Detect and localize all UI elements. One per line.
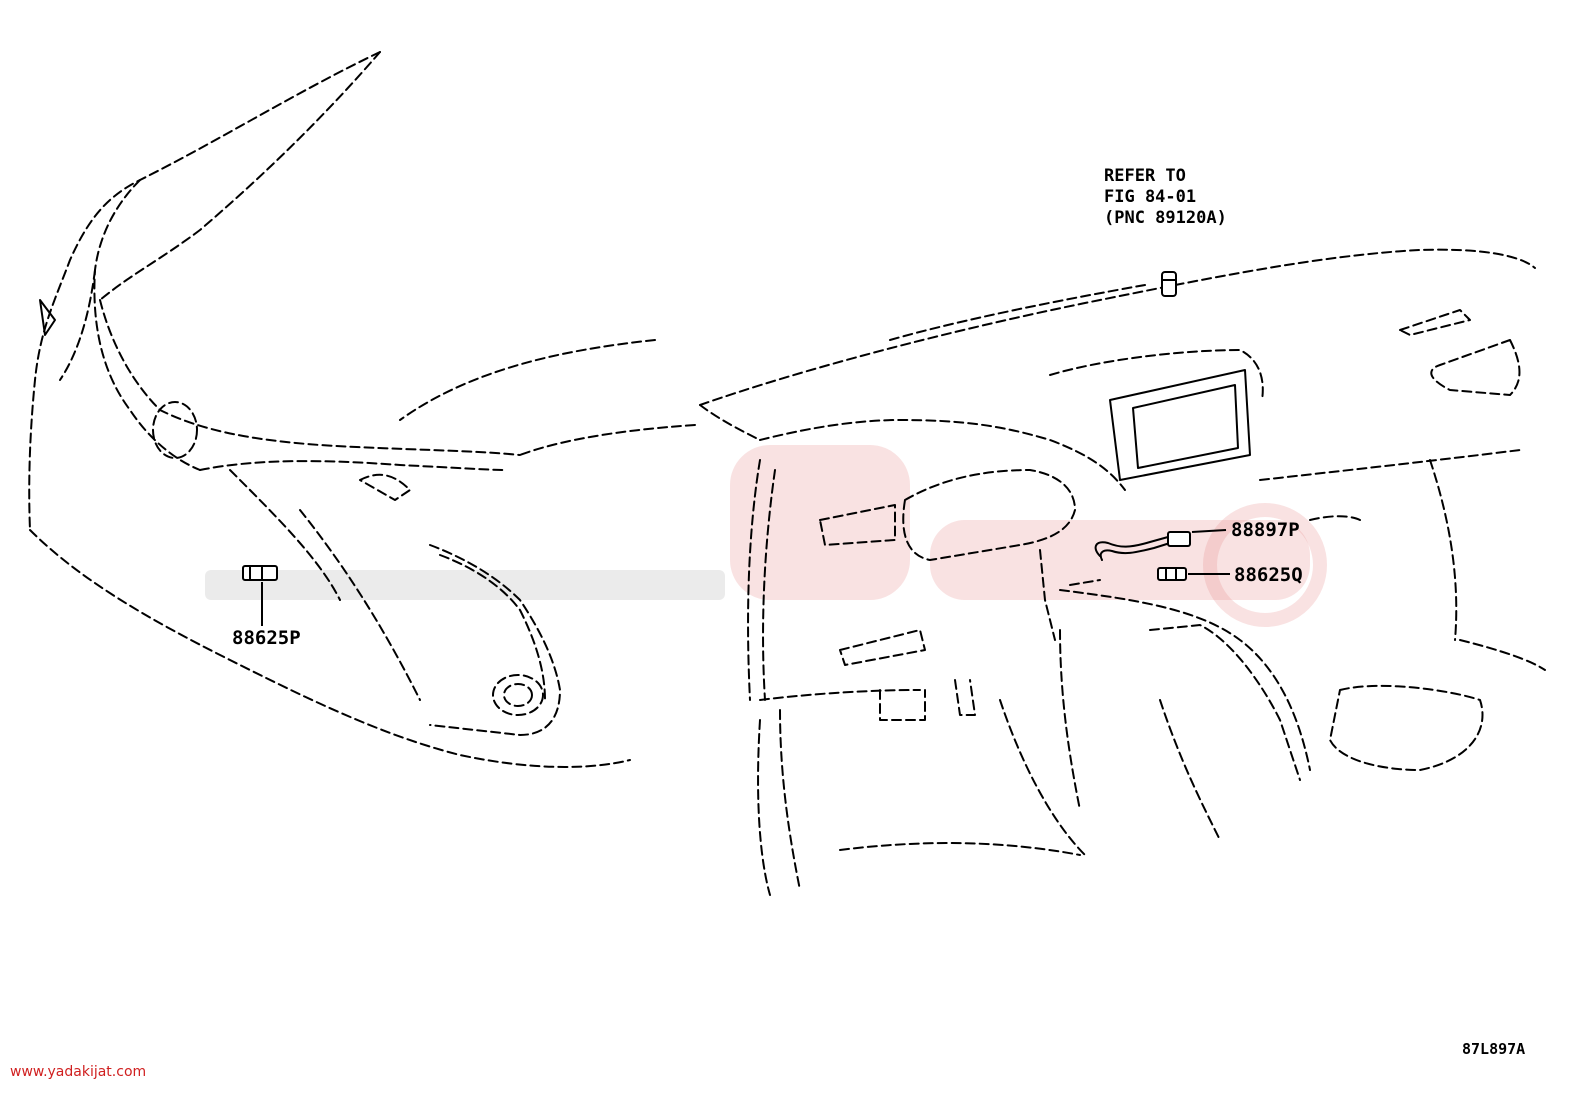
watermark-logo <box>205 445 1327 627</box>
website-link[interactable]: www.yadakijat.com <box>10 1064 147 1080</box>
front-bumper-illustration <box>28 51 696 768</box>
callout-88625P: 88625P <box>232 627 301 649</box>
refer-note-line-1: REFER TO <box>1104 166 1186 186</box>
part-89120A-refer <box>1161 271 1177 297</box>
figure-code: 87L897A <box>1462 1040 1526 1058</box>
refer-note-line-3: (PNC 89120A) <box>1104 208 1227 228</box>
part-88625Q <box>1157 567 1230 581</box>
refer-note-line-2: FIG 84-01 <box>1104 187 1197 207</box>
refer-note: REFER TO FIG 84-01 (PNC 89120A) <box>1104 166 1227 229</box>
part-88897P <box>1094 529 1227 561</box>
callout-88625Q: 88625Q <box>1234 564 1303 586</box>
callout-88897P: 88897P <box>1231 519 1300 541</box>
part-88625P-left <box>242 565 278 626</box>
